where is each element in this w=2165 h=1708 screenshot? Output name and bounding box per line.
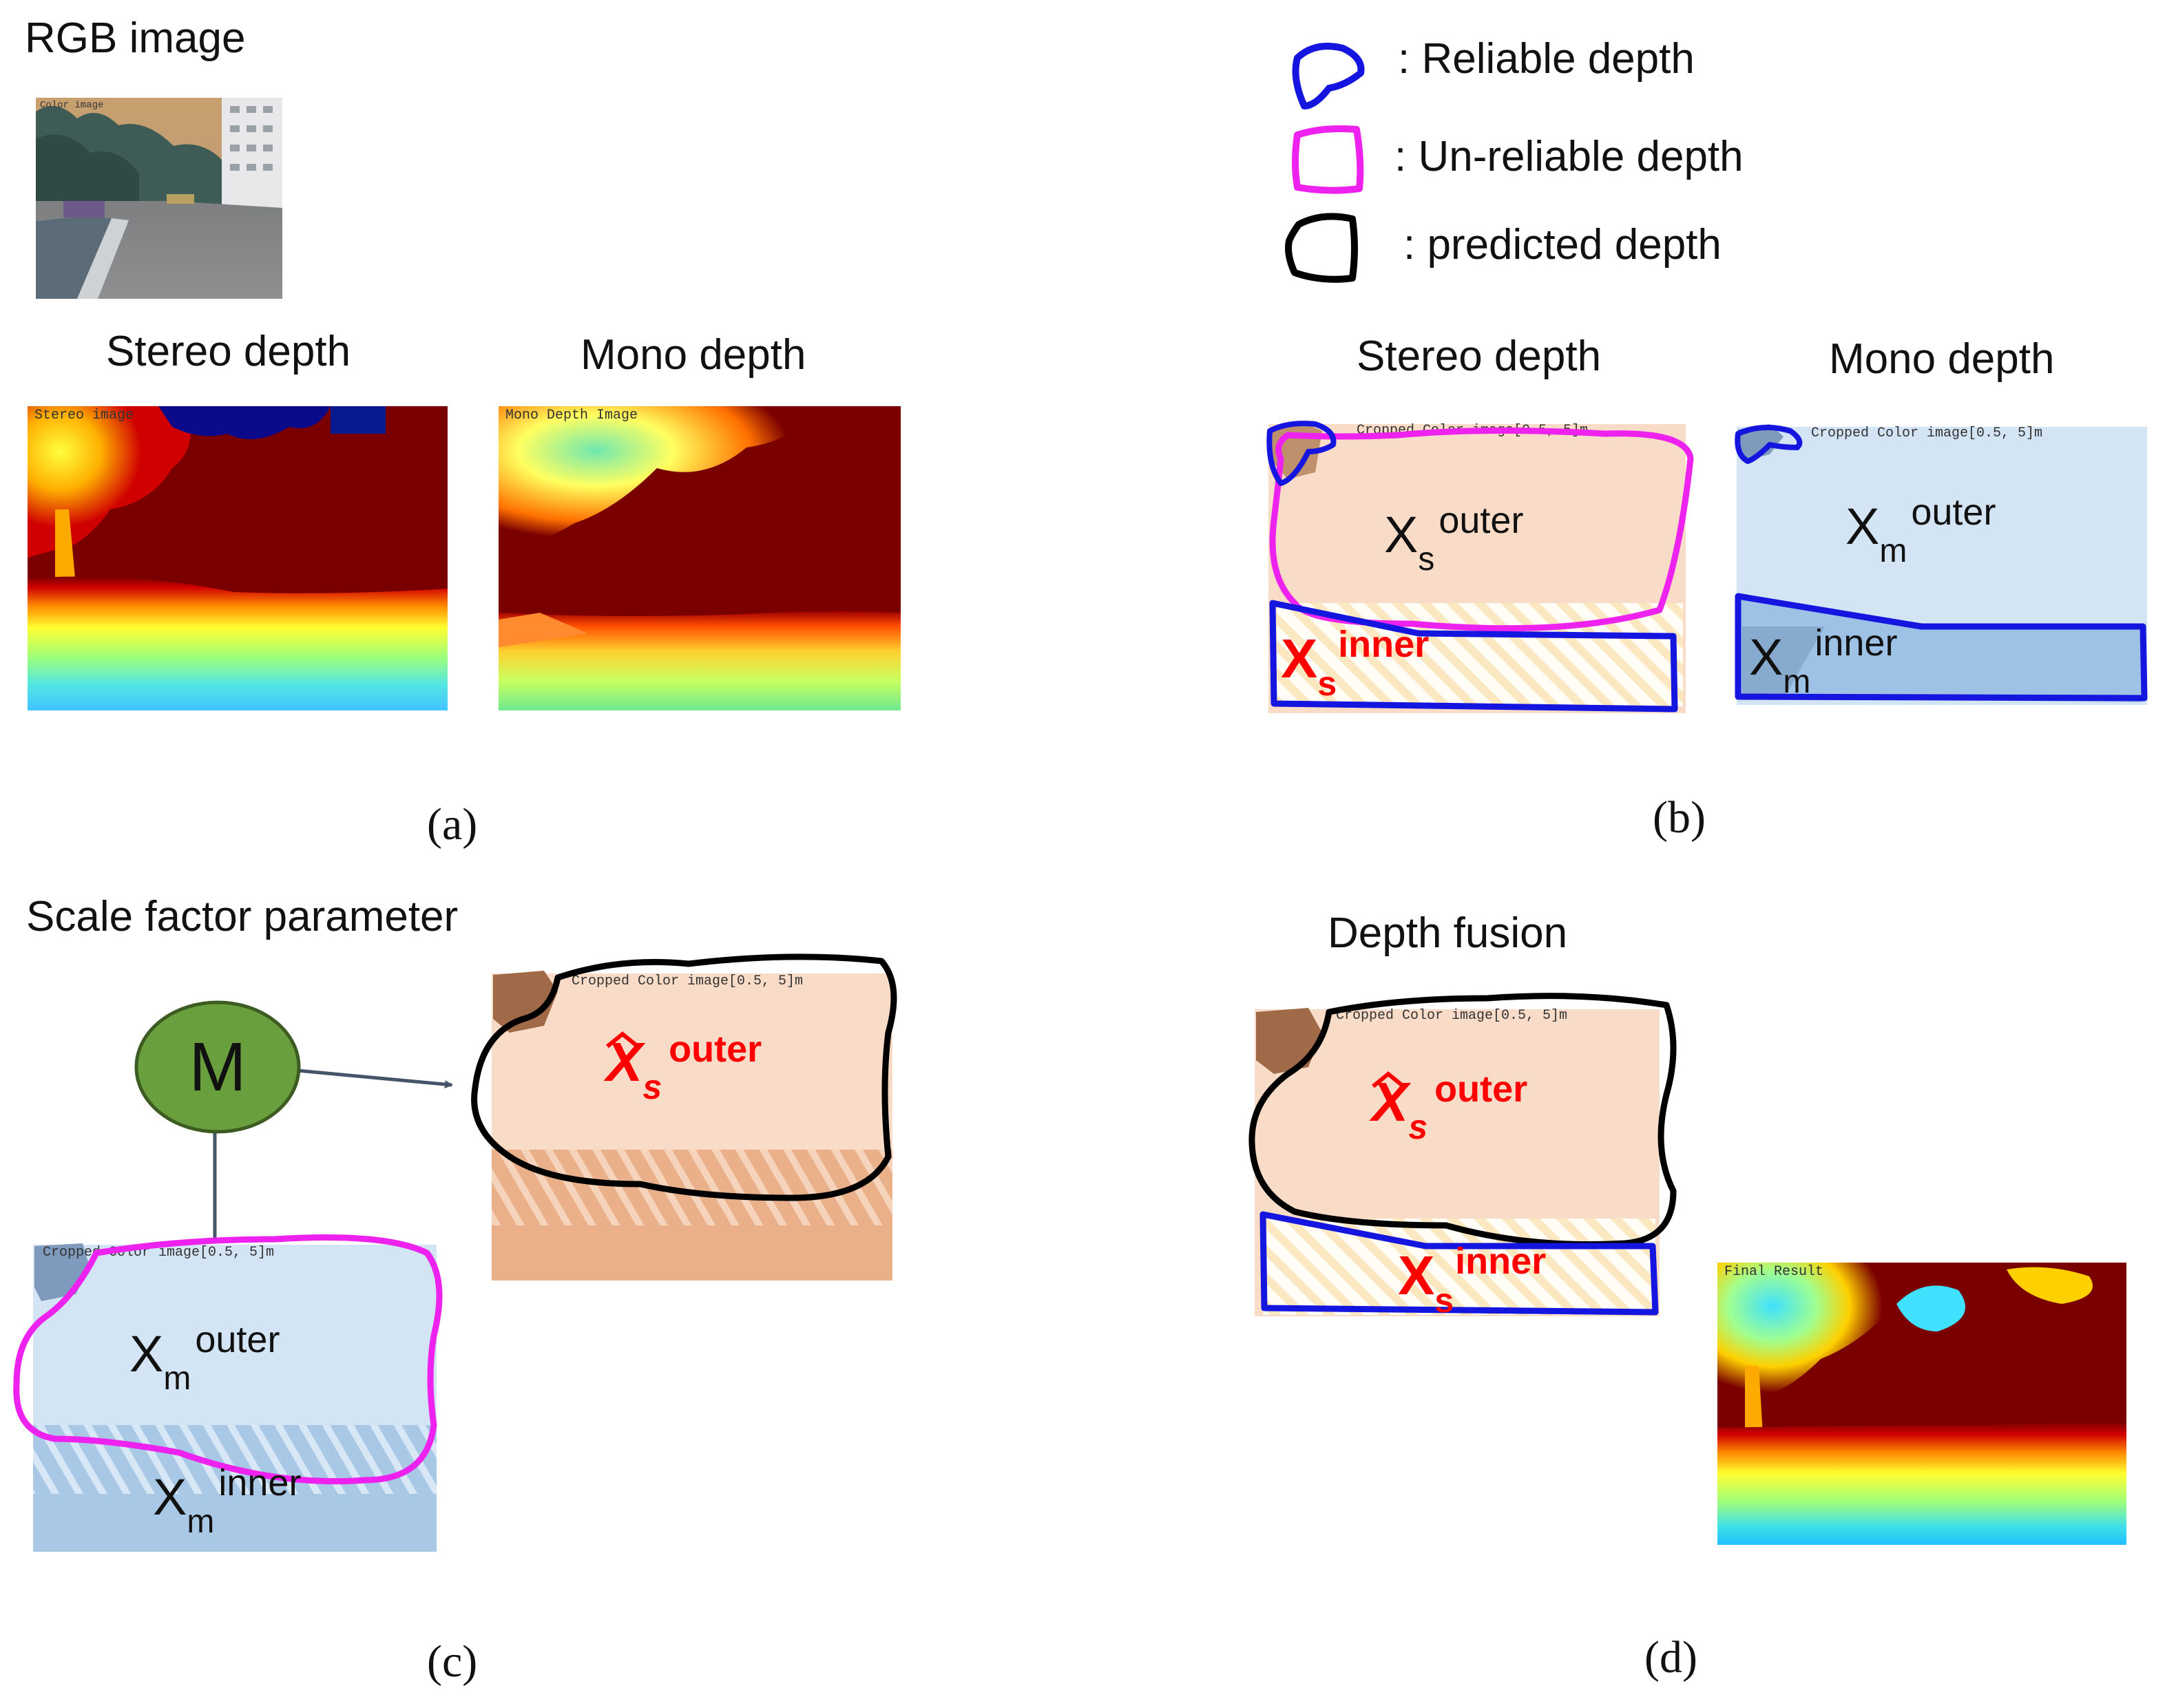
caption-b: (b) bbox=[1653, 792, 1706, 843]
mono-regions-panel: Cropped Color image[0.5, 5]m Xmouter Xmi… bbox=[1735, 424, 2148, 705]
fused-depth-heatmap: Final Result bbox=[1717, 1263, 2126, 1545]
reliable-legend-icon bbox=[1292, 43, 1365, 109]
scale-factor-diagram: M Cropped Color image[0.5, 5]m Xsouter C… bbox=[13, 953, 897, 1552]
stereo-depth-title-b: Stereo depth bbox=[1357, 333, 1602, 380]
scale-factor-title: Scale factor parameter bbox=[26, 893, 459, 940]
rgb-tiny-label: Color image bbox=[40, 100, 103, 111]
rgb-image-title: RGB image bbox=[25, 14, 246, 62]
unreliable-legend-label: : Un-reliable depth bbox=[1394, 133, 1744, 180]
xs-hat-outer-label-c: Xsouter bbox=[603, 1029, 762, 1106]
xs-inner-label: Xsinner bbox=[1281, 624, 1429, 703]
unreliable-legend-icon bbox=[1292, 125, 1364, 194]
xs-inner-label-d: Xsinner bbox=[1398, 1241, 1546, 1320]
mono-depth-title-a: Mono depth bbox=[581, 331, 806, 379]
mono-tiny-label: Mono Depth Image bbox=[505, 408, 638, 423]
fusion-regions-panel: Cropped Color image[0.5, 5]m Xsouter Xsi… bbox=[1248, 993, 1677, 1320]
tiny-label-c-mono: Cropped Color image[0.5, 5]m bbox=[43, 1245, 274, 1261]
xs-outer-label: Xsouter bbox=[1384, 500, 1523, 578]
scale-node bbox=[134, 1000, 301, 1134]
mono-depth-heatmap: Mono Depth Image bbox=[499, 406, 901, 710]
xm-outer-label-c: Xmouter bbox=[129, 1319, 280, 1397]
depth-fusion-title: Depth fusion bbox=[1328, 909, 1568, 957]
predicted-legend-icon bbox=[1285, 213, 1358, 283]
mono-depth-title-b: Mono depth bbox=[1829, 335, 2055, 383]
xm-outer-label-b: Xmouter bbox=[1845, 492, 1996, 569]
reliable-legend-label: : Reliable depth bbox=[1398, 35, 1695, 83]
scale-node-label: M bbox=[189, 1029, 246, 1106]
tiny-label-d: Cropped Color image[0.5, 5]m bbox=[1336, 1008, 1567, 1024]
caption-a: (a) bbox=[427, 799, 478, 850]
node-to-stereo-arrow bbox=[297, 1068, 453, 1089]
caption-c: (c) bbox=[427, 1636, 478, 1687]
xm-inner-label-c: Xminner bbox=[153, 1462, 301, 1540]
stereo-depth-heatmap: Stereo image bbox=[28, 406, 448, 710]
stereo-tiny-label: Stereo image bbox=[34, 408, 134, 423]
xm-inner-label-b: Xminner bbox=[1749, 622, 1897, 700]
predicted-legend-label: : predicted depth bbox=[1403, 221, 1722, 268]
rgb-image: Color image bbox=[36, 98, 282, 299]
stereo-regions-panel: Cropped Color image[0.5, 5]m Xsouter Xsi… bbox=[1266, 421, 1694, 713]
tiny-label-c-stereo: Cropped Color image[0.5, 5]m bbox=[572, 973, 803, 989]
final-tiny-label: Final Result bbox=[1724, 1264, 1823, 1280]
tiny-label-b-mono: Cropped Color image[0.5, 5]m bbox=[1811, 425, 2042, 441]
stereo-depth-title-a: Stereo depth bbox=[106, 328, 351, 375]
caption-d: (d) bbox=[1644, 1632, 1697, 1683]
